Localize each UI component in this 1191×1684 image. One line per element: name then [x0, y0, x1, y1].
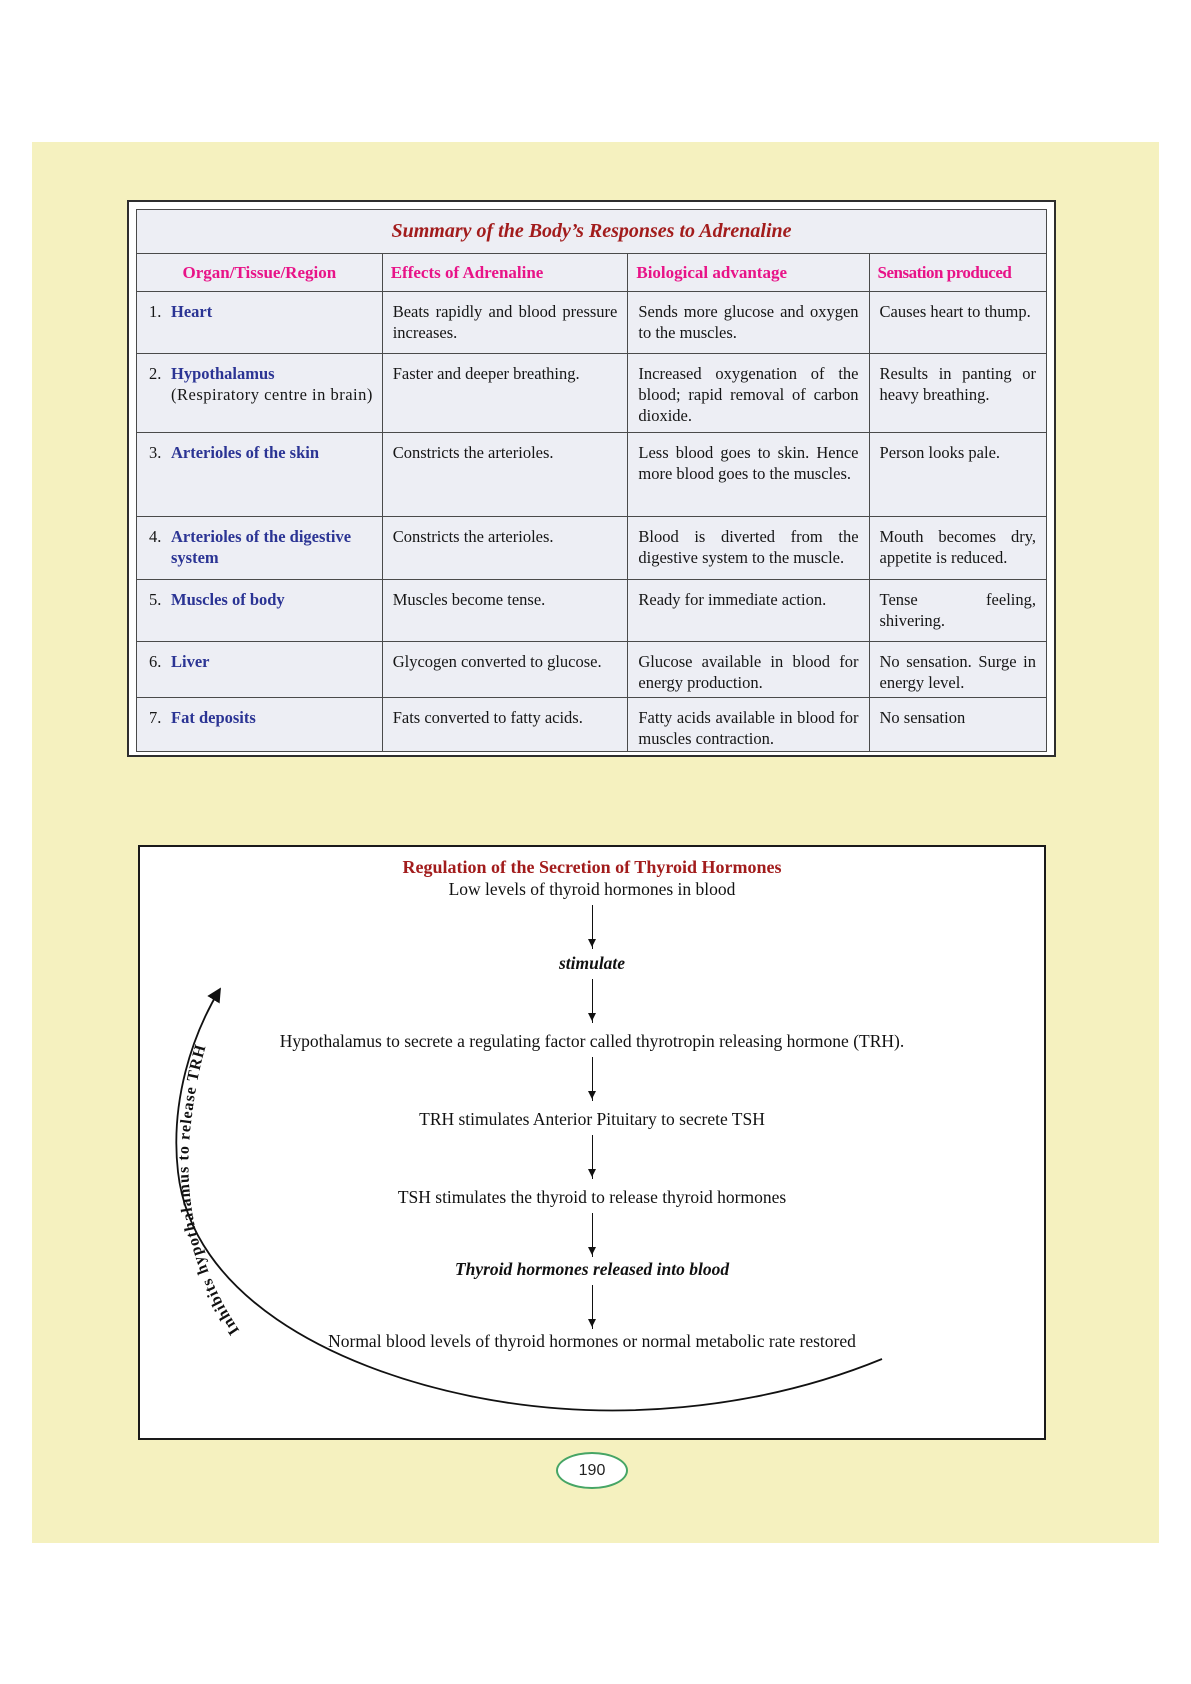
- flow-step-low-levels: Low levels of thyroid hormones in blood: [448, 879, 736, 899]
- effect-cell: Muscles become tense.: [381, 579, 629, 642]
- row-number: 2.: [149, 364, 162, 383]
- organ-note: (Respiratory centre in brain): [171, 385, 373, 405]
- advantage-cell: Ready for immediate action.: [627, 579, 870, 642]
- row-number: 3.: [149, 443, 162, 462]
- adrenaline-table-frame: Summary of the Body’s Responses to Adren…: [127, 200, 1056, 757]
- effect-cell: Constricts the arterioles.: [381, 516, 629, 580]
- organ-name: Arterioles of the digestive system: [171, 527, 352, 568]
- down-arrow: [587, 979, 596, 1023]
- advantage-cell: Blood is diverted from the digestive sys…: [627, 516, 870, 580]
- row-number: 6.: [149, 652, 162, 671]
- sensation-cell: Mouth becomes dry, appetite is reduced.: [868, 516, 1048, 580]
- table-row: 6. Liver Glycogen converted to glucose. …: [136, 641, 1048, 698]
- advantage-cell: Increased oxygenation of the blood; rapi…: [627, 353, 870, 433]
- page-number: 190: [578, 1461, 606, 1479]
- sensation-cell: Causes heart to thump.: [868, 291, 1048, 354]
- effect-cell: Beats rapidly and blood pressure increas…: [381, 291, 629, 354]
- diagram-title: Regulation of the Secretion of Thyroid H…: [402, 857, 782, 877]
- sensation-cell: No sensation. Surge in energy level.: [868, 641, 1048, 698]
- organ-name: Arterioles of the skin: [171, 443, 320, 462]
- effect-cell: Faster and deeper breathing.: [381, 353, 629, 433]
- row-number: 7.: [149, 708, 162, 727]
- effect-cell: Constricts the arterioles.: [381, 432, 629, 517]
- sensation-cell: No sensation: [868, 696, 1048, 753]
- flow-step-tsh: TSH stimulates the thyroid to release th…: [397, 1187, 787, 1207]
- down-arrow: [587, 1057, 596, 1101]
- organ-name: Hypothalamus: [171, 364, 275, 383]
- table-row: 5. Muscles of body Muscles become tense.…: [136, 579, 1048, 642]
- sensation-cell: Tense feeling, shivering.: [868, 579, 1048, 642]
- sensation-cell: Results in panting or heavy breathing.: [868, 353, 1048, 433]
- inhibit-label: Inhibits hypothalamus to release TRH: [175, 1042, 243, 1338]
- table-row: 1. Heart Beats rapidly and blood pressur…: [136, 291, 1048, 354]
- down-arrow: [587, 1213, 596, 1257]
- flow-step-hypothalamus: Hypothalamus to secrete a regulating fac…: [279, 1031, 905, 1051]
- page-number-badge: 190: [556, 1452, 628, 1489]
- row-number: 4.: [149, 527, 162, 546]
- table-header-row: Organ/Tissue/Region Effects of Adrenalin…: [136, 253, 1048, 292]
- thyroid-diagram-box: Regulation of the Secretion of Thyroid H…: [138, 845, 1046, 1440]
- flow-step-normal: Normal blood levels of thyroid hormones …: [328, 1331, 856, 1351]
- advantage-cell: Less blood goes to skin. Hence more bloo…: [627, 432, 870, 517]
- table-row: 2. Hypothalamus (Respiratory centre in b…: [136, 353, 1048, 433]
- column-header-sensation: Sensation produced: [868, 253, 1048, 292]
- down-arrow: [587, 905, 596, 949]
- row-number: 5.: [149, 590, 162, 609]
- organ-name: Liver: [171, 652, 210, 671]
- column-header-organ: Organ/Tissue/Region: [136, 253, 383, 292]
- column-header-advantage: Biological advantage: [627, 253, 870, 292]
- table-row: 7. Fat deposits Fats converted to fatty …: [136, 696, 1048, 753]
- row-number: 1.: [149, 302, 162, 321]
- effect-cell: Glycogen converted to glucose.: [381, 641, 629, 698]
- flow-step-released: Thyroid hormones released into blood: [454, 1259, 730, 1279]
- column-header-effects: Effects of Adrenaline: [381, 253, 629, 292]
- effect-cell: Fats converted to fatty acids.: [381, 696, 629, 753]
- down-arrow: [587, 1135, 596, 1179]
- adrenaline-summary-table: Summary of the Body’s Responses to Adren…: [136, 209, 1048, 753]
- advantage-cell: Glucose available in blood for energy pr…: [627, 641, 870, 698]
- organ-name: Fat deposits: [171, 708, 256, 727]
- table-row: 4. Arterioles of the digestive system Co…: [136, 516, 1048, 580]
- feedback-arrow: Inhibits hypothalamus to release TRH: [175, 987, 883, 1412]
- organ-name: Muscles of body: [171, 590, 285, 609]
- down-arrow: [587, 1285, 596, 1329]
- flow-step-stimulate: stimulate: [558, 953, 626, 973]
- organ-name: Heart: [171, 302, 213, 321]
- flow-step-trh: TRH stimulates Anterior Pituitary to sec…: [419, 1109, 765, 1129]
- table-title: Summary of the Body’s Responses to Adren…: [136, 209, 1047, 254]
- advantage-cell: Fatty acids available in blood for muscl…: [627, 696, 870, 753]
- advantage-cell: Sends more glucose and oxygen to the mus…: [627, 291, 870, 354]
- table-row: 3. Arterioles of the skin Constricts the…: [136, 432, 1048, 517]
- sensation-cell: Person looks pale.: [868, 432, 1048, 517]
